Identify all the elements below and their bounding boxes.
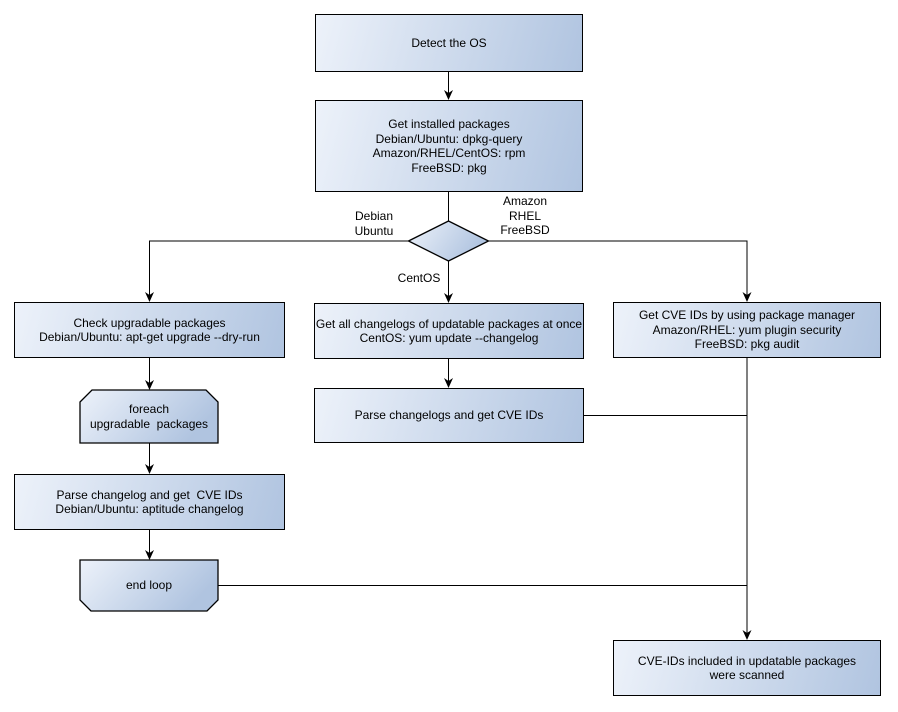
node-foreach-loop-start: foreach upgradable packages — [80, 390, 218, 443]
node-text-line: foreach — [128, 402, 170, 416]
edge-label-centos: CentOS — [379, 271, 459, 286]
node-detect-os: Detect the OS — [315, 14, 583, 72]
node-text-line: CentOS: yum update --changelog — [359, 331, 539, 345]
edge-decision-to-check-upgradable — [149, 240, 409, 295]
node-get-installed-packages: Get installed packages Debian/Ubuntu: dp… — [315, 100, 583, 192]
node-text-line: Get all changelogs of updatable packages… — [315, 316, 583, 331]
node-result-scanned: CVE-IDs included in updatable packages w… — [613, 640, 881, 696]
node-text-line: Amazon/RHEL/CentOS: rpm — [372, 146, 526, 160]
node-text-line: FreeBSD: pkg — [411, 160, 487, 175]
node-text-line: Detect the OS — [411, 35, 487, 50]
node-text-line: end loop — [125, 578, 173, 593]
node-text-line: Amazon/RHEL: yum plugin security — [652, 322, 842, 337]
node-text-line: upgradable packages — [89, 416, 209, 431]
edge-label-line: Debian — [354, 209, 394, 223]
arrowhead-get-cve — [742, 292, 752, 302]
foreach-shape — [79, 389, 219, 444]
node-text-line: Parse changelogs and get CVE IDs — [354, 408, 544, 423]
node-text-line: Get CVE IDs by using package manager — [638, 308, 856, 323]
edge-label-amazon-rhel-freebsd: Amazon RHEL FreeBSD — [485, 194, 565, 238]
node-text-line: Debian/Ubuntu: dpkg-query — [375, 131, 523, 146]
node-get-all-changelogs: Get all changelogs of updatable packages… — [314, 303, 584, 359]
edge-label-line: Amazon — [502, 194, 548, 208]
node-parse-changelogs: Parse changelogs and get CVE IDs — [314, 388, 584, 443]
node-text-line: CVE-IDs included in updatable packages — [637, 653, 857, 668]
end-loop-shape — [79, 559, 219, 612]
node-text-line: were scanned — [709, 668, 785, 682]
decision-diamond — [407, 220, 490, 262]
edge-label-line: RHEL — [508, 208, 541, 223]
node-text-line: Parse changelog and get CVE IDs — [56, 487, 243, 502]
arrowhead-foreach — [145, 380, 154, 390]
node-text-line: Debian/Ubuntu: apt-get upgrade --dry-run — [39, 330, 260, 344]
node-end-loop: end loop — [80, 560, 218, 611]
node-parse-changelog-debian: Parse changelog and get CVE IDs Debian/U… — [14, 474, 285, 530]
node-text-line: FreeBSD: pkg audit — [694, 337, 800, 352]
node-check-upgradable-packages: Check upgradable packages Debian/Ubuntu:… — [14, 302, 285, 358]
edge-decision-to-get-cve — [488, 240, 748, 295]
node-text-line: Check upgradable packages — [73, 315, 226, 330]
arrowhead-result — [742, 630, 752, 640]
edge-label-line: FreeBSD — [500, 223, 550, 237]
edge-label-debian-ubuntu: Debian Ubuntu — [334, 209, 414, 238]
node-text-line: Debian/Ubuntu: aptitude changelog — [55, 502, 244, 516]
node-text-line: Get installed packages — [388, 117, 510, 131]
arrowhead-installed — [444, 90, 453, 100]
edge-label-line: Ubuntu — [354, 223, 394, 238]
arrowhead-endloop — [145, 550, 154, 560]
edge-label-line: CentOS — [397, 271, 441, 285]
arrowhead-parsemid — [444, 378, 453, 388]
arrowhead-parse-left — [145, 464, 154, 474]
node-get-cve-ids-package-manager: Get CVE IDs by using package manager Ama… — [613, 302, 881, 358]
arrowhead-check-upgradable — [145, 292, 154, 302]
arrowhead-get-all-changelogs — [444, 293, 453, 303]
